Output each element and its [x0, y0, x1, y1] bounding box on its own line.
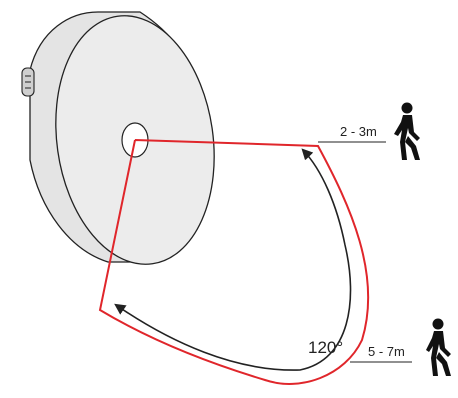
detection-zone-boundary — [98, 139, 370, 385]
far-distance-callout: 5 - 7m — [350, 344, 412, 363]
near-distance-callout: 2 - 3m — [318, 124, 386, 143]
person-far-icon — [426, 318, 451, 376]
near-distance-label: 2 - 3m — [340, 124, 377, 139]
angle-arrow-icon — [114, 148, 352, 371]
far-distance-label: 5 - 7m — [368, 344, 405, 359]
sensor-switch-icon — [21, 67, 35, 97]
angle-label: 120° — [308, 338, 343, 357]
person-near-icon — [394, 102, 420, 160]
sensor-device — [21, 11, 215, 265]
